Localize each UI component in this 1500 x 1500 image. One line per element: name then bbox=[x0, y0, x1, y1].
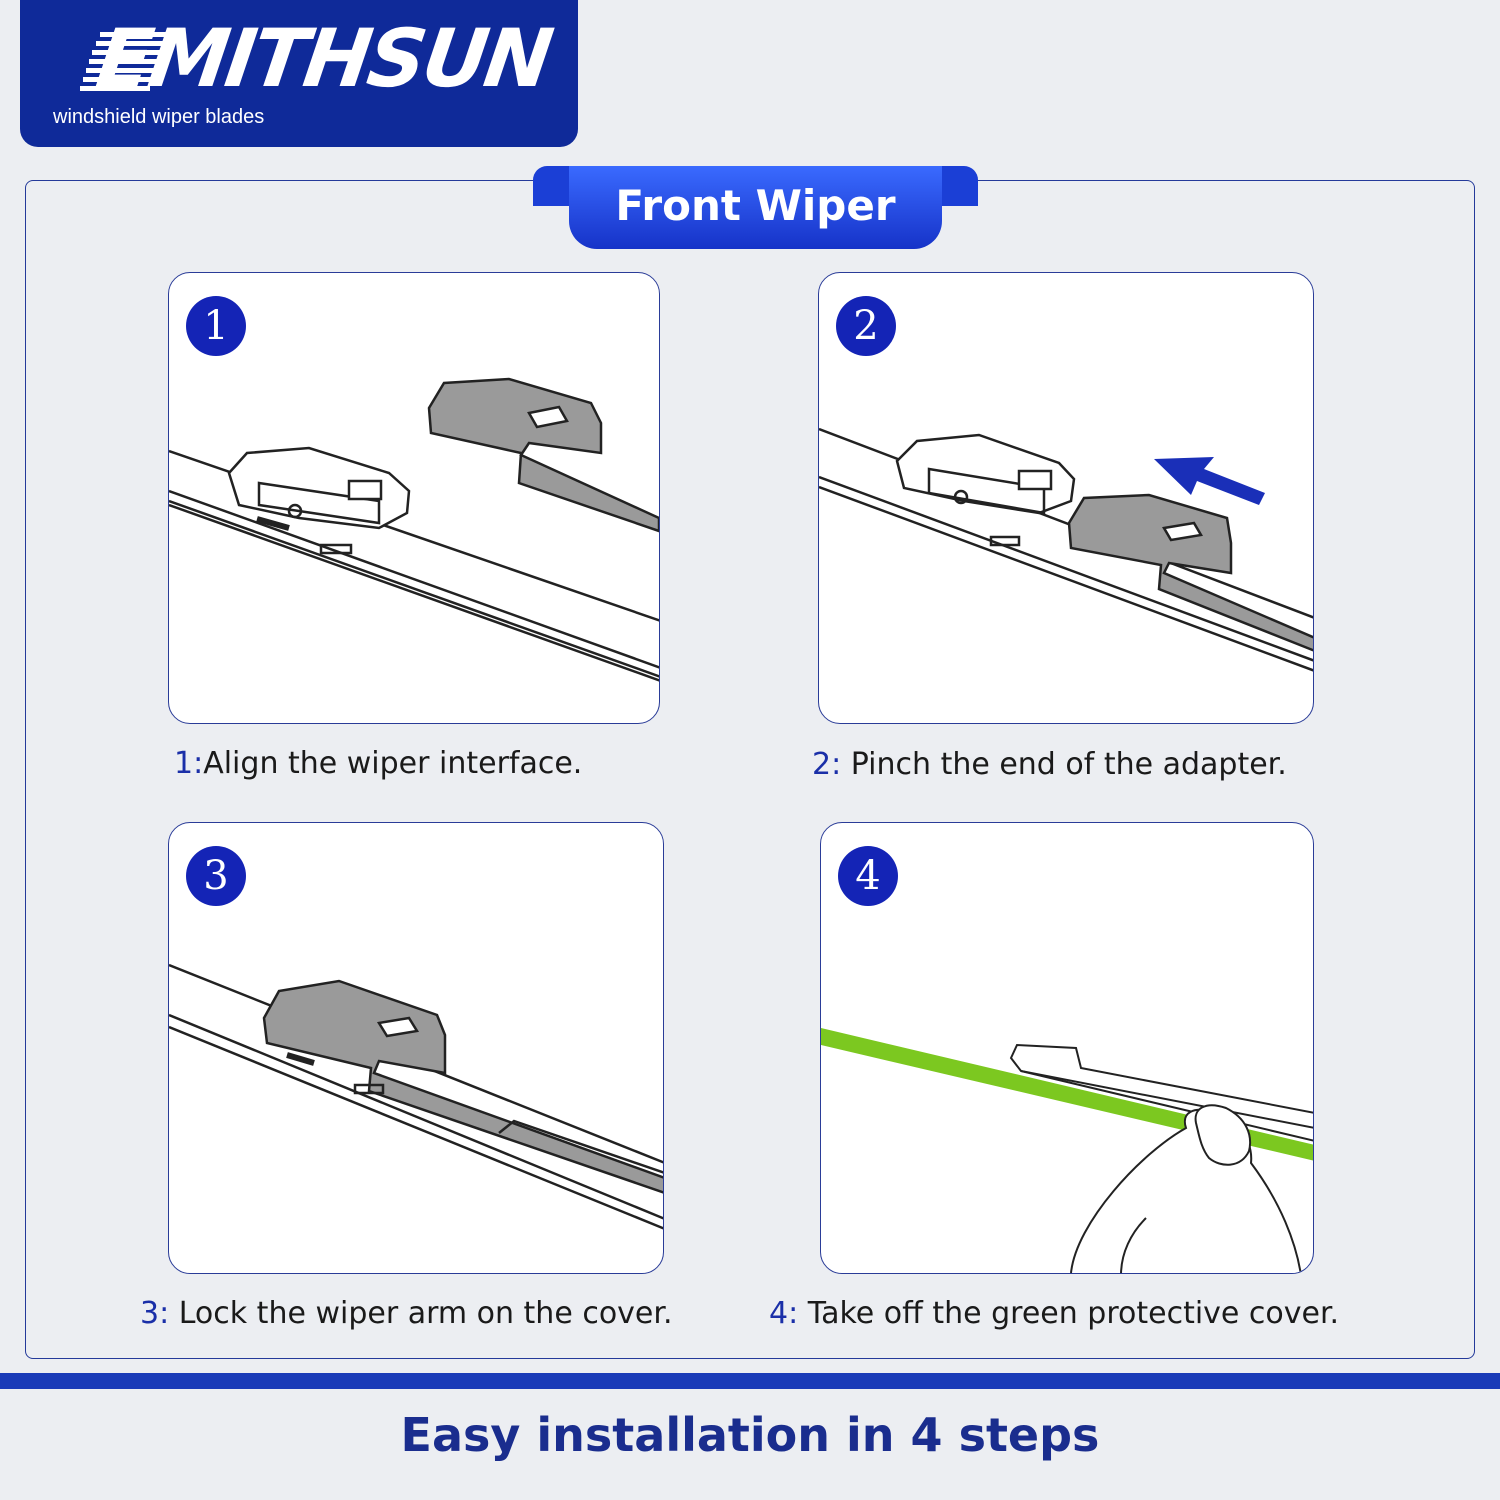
footer-divider bbox=[0, 1373, 1500, 1389]
step-2-badge: 2 bbox=[836, 296, 896, 356]
step-1-badge: 1 bbox=[186, 296, 246, 356]
section-title: Front Wiper bbox=[569, 166, 942, 249]
step-3-illustration: 3 bbox=[168, 822, 664, 1274]
step-3-number-label: 3: bbox=[140, 1296, 170, 1331]
step-1-text: Align the wiper interface. bbox=[203, 746, 583, 781]
step-3-text: Lock the wiper arm on the cover. bbox=[169, 1296, 673, 1331]
step-2-illustration: 2 bbox=[818, 272, 1314, 724]
step-4-badge: 4 bbox=[838, 846, 898, 906]
wiper-lock-illustration-icon bbox=[169, 963, 663, 1230]
step-4-number-label: 4: bbox=[769, 1296, 799, 1331]
arrow-icon bbox=[1154, 457, 1265, 505]
step-3-caption: 3: Lock the wiper arm on the cover. bbox=[140, 1296, 673, 1331]
footer-title: Easy installation in 4 steps bbox=[400, 1408, 1100, 1462]
step-4-text: Take off the green protective cover. bbox=[798, 1296, 1340, 1331]
logo-stripes-icon bbox=[80, 32, 170, 91]
wiper-align-illustration-icon bbox=[169, 377, 659, 682]
wiper-pinch-illustration-icon bbox=[819, 427, 1313, 672]
step-1-caption: 1:Align the wiper interface. bbox=[174, 746, 582, 781]
wiper-remove-cover-illustration-icon bbox=[821, 1028, 1313, 1273]
step-1-illustration: 1 bbox=[168, 272, 660, 724]
step-4-illustration: 4 bbox=[820, 822, 1314, 1274]
brand-logo: EMITHSUN windshield wiper blades bbox=[20, 0, 578, 147]
step-2-text: Pinch the end of the adapter. bbox=[841, 747, 1287, 782]
brand-name: EMITHSUN bbox=[91, 12, 556, 105]
step-2-caption: 2: Pinch the end of the adapter. bbox=[812, 747, 1287, 782]
step-3-badge: 3 bbox=[186, 846, 246, 906]
step-4-caption: 4: Take off the green protective cover. bbox=[769, 1296, 1339, 1331]
step-1-number-label: 1: bbox=[174, 746, 204, 781]
brand-tagline: windshield wiper blades bbox=[53, 106, 265, 128]
step-2-number-label: 2: bbox=[812, 747, 842, 782]
